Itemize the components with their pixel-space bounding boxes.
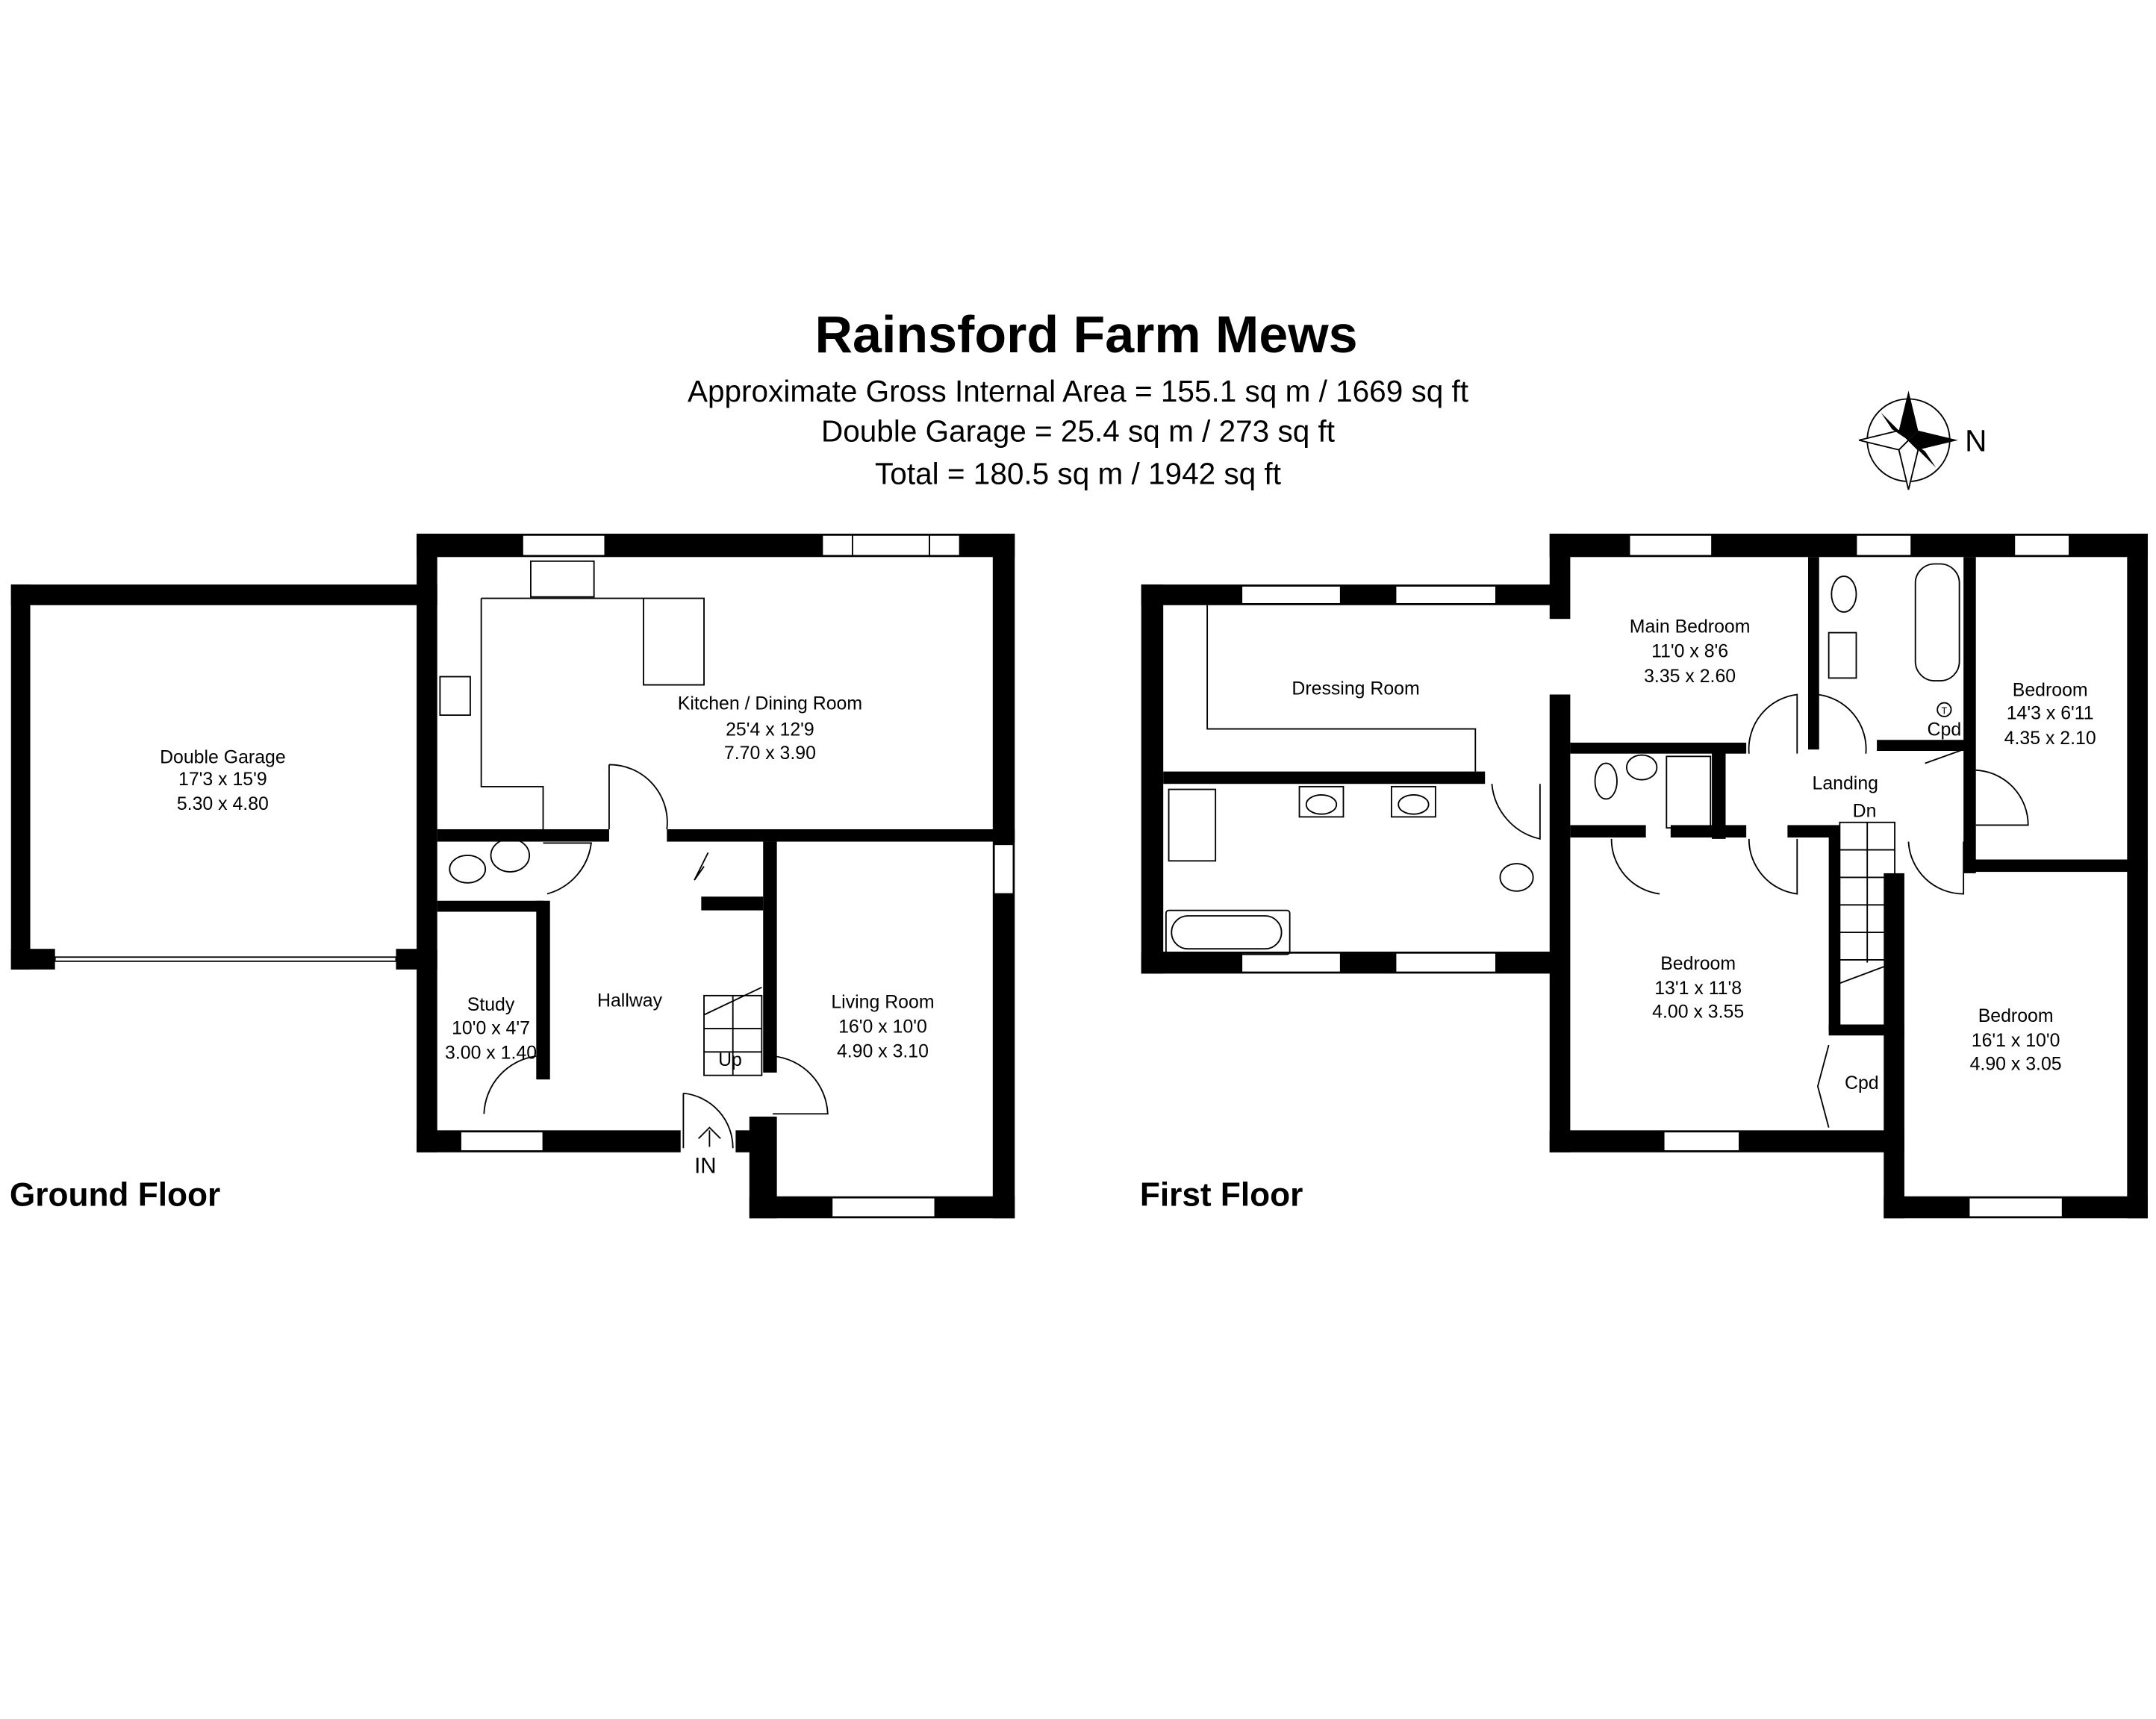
svg-text:4.90 x 3.05: 4.90 x 3.05 (1970, 1053, 2062, 1074)
room-landing: Landing (1813, 773, 1878, 794)
plan-title: Rainsford Farm Mews (815, 305, 1358, 364)
entrance-arrow-icon (698, 1126, 721, 1147)
first-floor-label: First Floor (1140, 1177, 1303, 1214)
first-floor-fixtures: T (1165, 563, 2029, 1128)
svg-text:7.70 x 3.90: 7.70 x 3.90 (724, 743, 816, 764)
svg-text:5.30 x 4.80: 5.30 x 4.80 (177, 793, 269, 814)
total-area: Total = 180.5 sq m / 1942 sq ft (875, 457, 1281, 491)
svg-text:4.90 x 3.10: 4.90 x 3.10 (837, 1041, 929, 1062)
svg-text:17'3 x 15'9: 17'3 x 15'9 (178, 769, 267, 790)
room-bedroom-large: Bedroom 16'1 x 10'0 4.90 x 3.05 (1970, 1005, 2062, 1074)
svg-text:Bedroom: Bedroom (2013, 679, 2088, 700)
room-kitchen-dining: Kitchen / Dining Room 25'4 x 12'9 7.70 x… (678, 693, 862, 764)
svg-text:4.00 x 3.55: 4.00 x 3.55 (1652, 1001, 1744, 1022)
ground-floor-label: Ground Floor (10, 1177, 220, 1214)
stairs-up-label: Up (718, 1049, 742, 1070)
room-hallway: Hallway (597, 990, 663, 1011)
room-dressing: Dressing Room (1292, 678, 1419, 699)
room-double-garage: Double Garage 17'3 x 15'9 5.30 x 4.80 (160, 747, 286, 815)
cupboard-1: Cpd (1928, 720, 1962, 740)
svg-text:Kitchen / Dining Room: Kitchen / Dining Room (678, 693, 862, 714)
tank-symbol: T (1941, 705, 1947, 716)
garage-area: Double Garage = 25.4 sq m / 273 sq ft (821, 414, 1335, 449)
svg-text:3.35 x 2.60: 3.35 x 2.60 (1644, 666, 1736, 687)
svg-text:13'1 x 11'8: 13'1 x 11'8 (1654, 978, 1742, 999)
room-bedroom-small: Bedroom 14'3 x 6'11 4.35 x 2.10 (2004, 679, 2096, 748)
room-bedroom-mid: Bedroom 13'1 x 11'8 4.00 x 3.55 (1652, 953, 1744, 1022)
svg-text:Living Room: Living Room (831, 991, 934, 1012)
svg-text:11'0 x 8'6: 11'0 x 8'6 (1651, 641, 1728, 662)
room-study: Study 10'0 x 4'7 3.00 x 1.40 (445, 994, 537, 1063)
gross-area: Approximate Gross Internal Area = 155.1 … (688, 374, 1468, 408)
svg-text:3.00 x 1.40: 3.00 x 1.40 (445, 1043, 537, 1064)
svg-text:Bedroom: Bedroom (1978, 1005, 2054, 1026)
svg-text:Bedroom: Bedroom (1660, 953, 1736, 974)
svg-text:Study: Study (467, 994, 515, 1015)
svg-text:16'1 x 10'0: 16'1 x 10'0 (1972, 1030, 2060, 1051)
svg-text:16'0 x 10'0: 16'0 x 10'0 (838, 1017, 927, 1038)
svg-text:14'3 x 6'11: 14'3 x 6'11 (2007, 703, 2094, 724)
stairs-down-label: Dn (1853, 800, 1877, 821)
ground-floor-walls (10, 533, 1015, 1219)
svg-text:4.35 x 2.10: 4.35 x 2.10 (2004, 728, 2096, 749)
compass-north-label: N (1965, 423, 1987, 458)
ground-floor-fixtures (439, 560, 829, 1149)
svg-text:10'0 x 4'7: 10'0 x 4'7 (452, 1017, 530, 1038)
room-living: Living Room 16'0 x 10'0 4.90 x 3.10 (831, 991, 934, 1061)
svg-text:Double Garage: Double Garage (160, 747, 286, 768)
svg-text:Main Bedroom: Main Bedroom (1630, 617, 1751, 637)
room-main-bedroom: Main Bedroom 11'0 x 8'6 3.35 x 2.60 (1630, 617, 1751, 687)
svg-text:25'4 x 12'9: 25'4 x 12'9 (726, 720, 814, 740)
compass-rose-icon (1858, 390, 1958, 490)
entrance-label: IN (694, 1153, 716, 1178)
cupboard-2: Cpd (1845, 1073, 1879, 1094)
